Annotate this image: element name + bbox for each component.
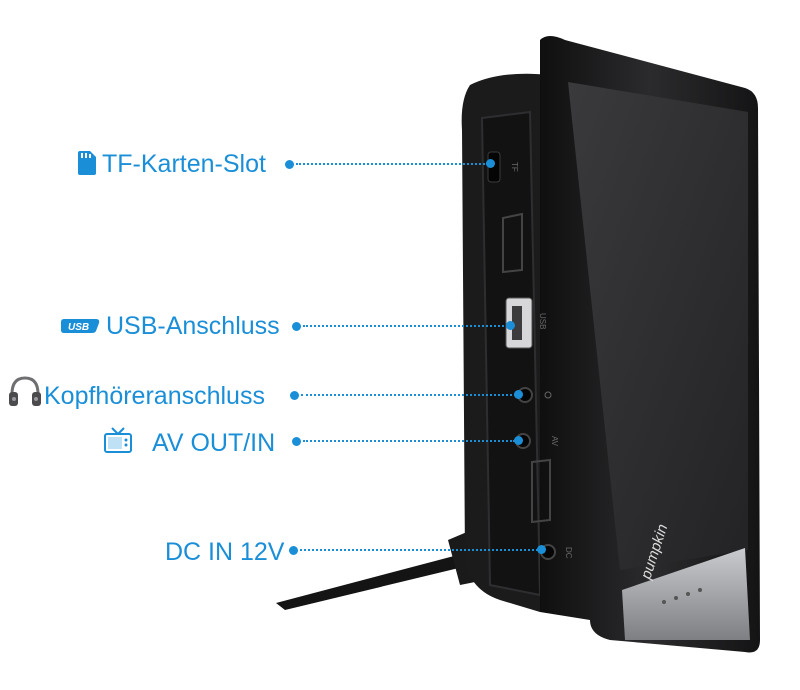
tf-callout-target [486,159,495,168]
tf-callout-line [296,163,488,165]
headphone-callout-line [301,394,516,396]
svg-text:USB: USB [68,322,89,333]
screen [568,82,748,570]
headphones-icon [8,374,42,415]
usb-callout-target [506,321,515,330]
dc-callout-target [537,545,546,554]
dc-callout-line [300,549,538,551]
av-out-in-label: AV OUT/IN [152,429,276,457]
av-callout-dot [292,437,301,446]
usb-callout-dot [292,322,301,331]
usb-icon: USB [60,317,100,340]
usb-port-label: USB-Anschluss [106,312,280,340]
tf-card-slot-label: TF-Karten-Slot [102,150,266,178]
dc-callout-dot [289,546,298,555]
av-callout-target [514,436,523,445]
sd-card-icon [78,151,96,180]
headphone-jack-label: Kopfhöreranschluss [44,382,265,410]
port-hdmi-1 [502,212,523,274]
headphone-callout-dot [290,391,299,400]
svg-text:USB: USB [538,313,547,329]
tv-icon [104,426,132,461]
headphone-callout-target [514,390,523,399]
av-callout-line [303,440,515,442]
svg-text:AV: AV [550,436,559,447]
dc-in-label: DC IN 12V [165,538,285,566]
svg-text:DC: DC [564,547,573,559]
svg-text:TF: TF [510,162,519,172]
tf-callout-dot [285,160,294,169]
usb-callout-line [303,325,508,327]
port-hdmi-2 [531,458,551,524]
